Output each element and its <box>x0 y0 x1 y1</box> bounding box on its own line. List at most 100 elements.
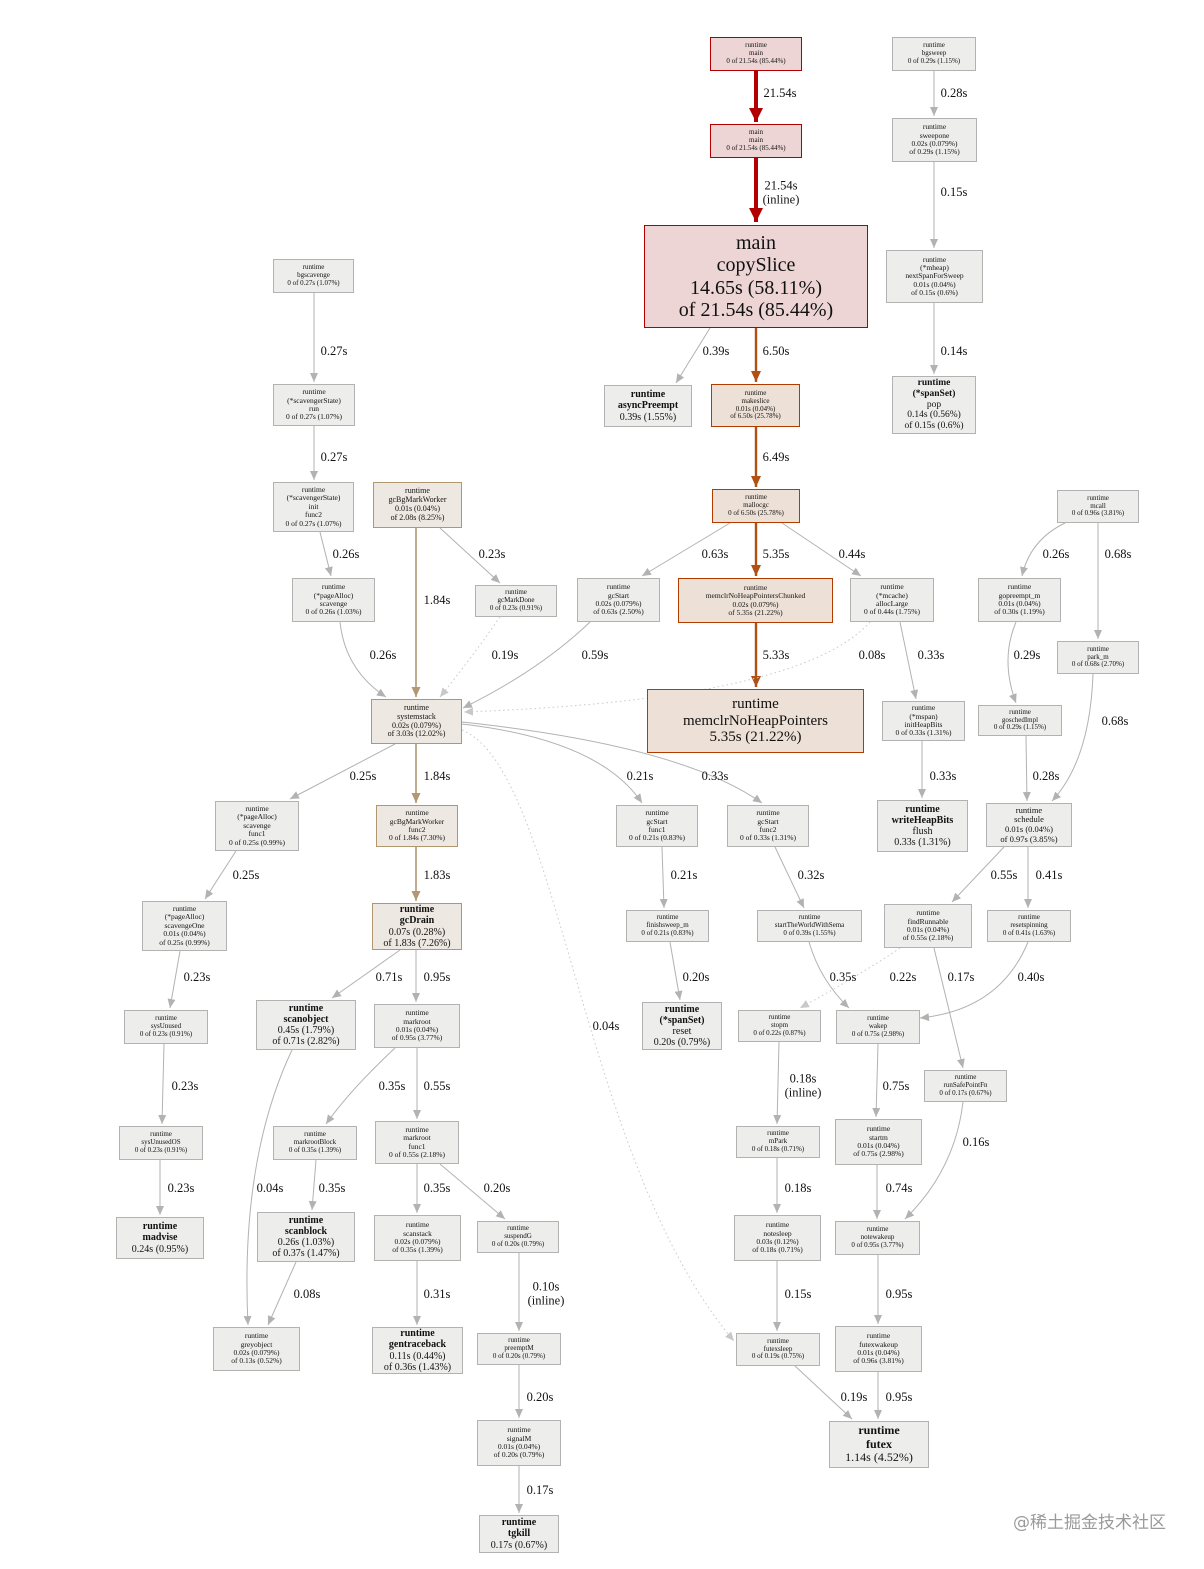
node-text: of 0.15s (0.6%) <box>904 420 964 431</box>
node-text: 0.02s (0.079%) <box>595 599 642 608</box>
edge-label-text: 0.20s <box>682 969 710 984</box>
node-text: runtime <box>1087 644 1109 653</box>
node-text: runtime <box>150 1130 172 1139</box>
node-text: 0.39s (1.55%) <box>619 411 677 423</box>
edge-label-text: 1.83s <box>423 867 451 882</box>
node-text: runtime <box>405 808 429 818</box>
node-text: runtime <box>745 493 767 502</box>
node-text: 0 of 21.54s (85.44%) <box>726 56 786 65</box>
edge-label-text: 0.35s <box>829 969 857 984</box>
edge-pageAllocScavFunc1-to-scavengeOne <box>204 850 237 900</box>
edge-label: 21.54s <box>764 86 797 100</box>
node-text: of 0.97s (3.85%) <box>1000 833 1058 844</box>
node-text: main <box>749 49 763 58</box>
node-text: markrootBlock <box>293 1138 337 1147</box>
node-text: park_m <box>1087 652 1109 661</box>
node-text: runtime <box>400 1328 435 1340</box>
node-text: (*mheap) <box>920 262 949 272</box>
node-text: runtime <box>743 582 768 592</box>
node-text: nextSpanForSweep <box>905 271 964 281</box>
node-text: of 0.96s (3.81%) <box>853 1356 904 1366</box>
edge-stopm-to-mPark <box>773 1041 782 1125</box>
node-text: 0.45s (1.79%) <box>277 1025 335 1036</box>
node-text: bgsweep <box>921 49 947 58</box>
node-text: 0 of 0.95s (3.77%) <box>851 1240 904 1249</box>
node-text: runtime <box>866 1124 891 1134</box>
node-text: runtime <box>630 389 666 401</box>
node-text: madvise <box>142 1232 178 1244</box>
edge-label-text: (inline) <box>784 1086 822 1100</box>
node-text: of 0.95s (3.77%) <box>391 1033 443 1043</box>
node-text: of 1.83s (7.26%) <box>383 937 451 949</box>
node-text: mcall <box>1090 501 1106 510</box>
edge-label-text: 0.26s <box>332 546 360 561</box>
node-text: func2 <box>408 825 426 834</box>
node-text: of 0.18s (0.71%) <box>752 1245 803 1255</box>
